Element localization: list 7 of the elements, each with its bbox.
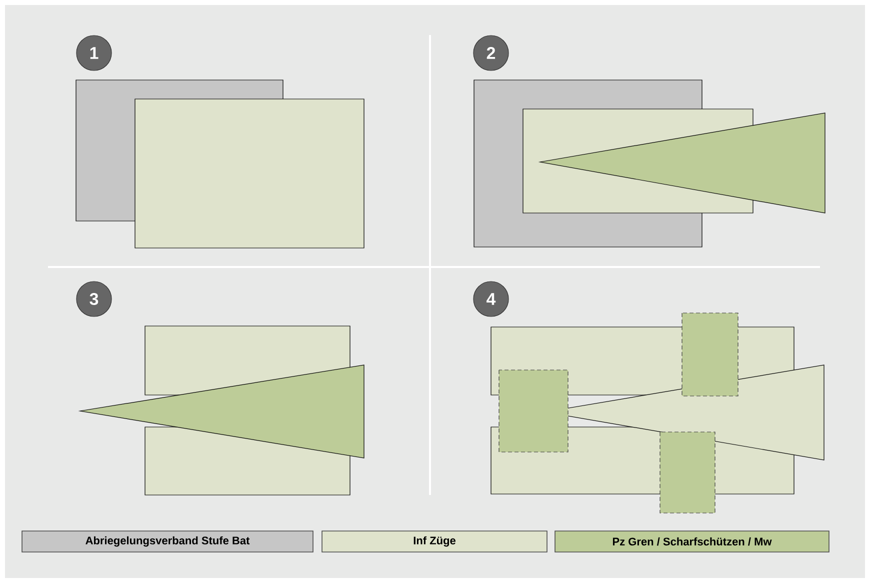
legend-item: Abriegelungsverband Stufe Bat (22, 530, 314, 552)
legend-item: Inf Züge (322, 530, 548, 552)
callout-number: 4 (473, 281, 509, 317)
legend-item: Pz Gren / Scharfschützen / Mw (554, 530, 830, 552)
callout-number: 1 (76, 35, 112, 71)
callout-number: 2 (473, 35, 509, 71)
callout-number: 3 (76, 281, 112, 317)
